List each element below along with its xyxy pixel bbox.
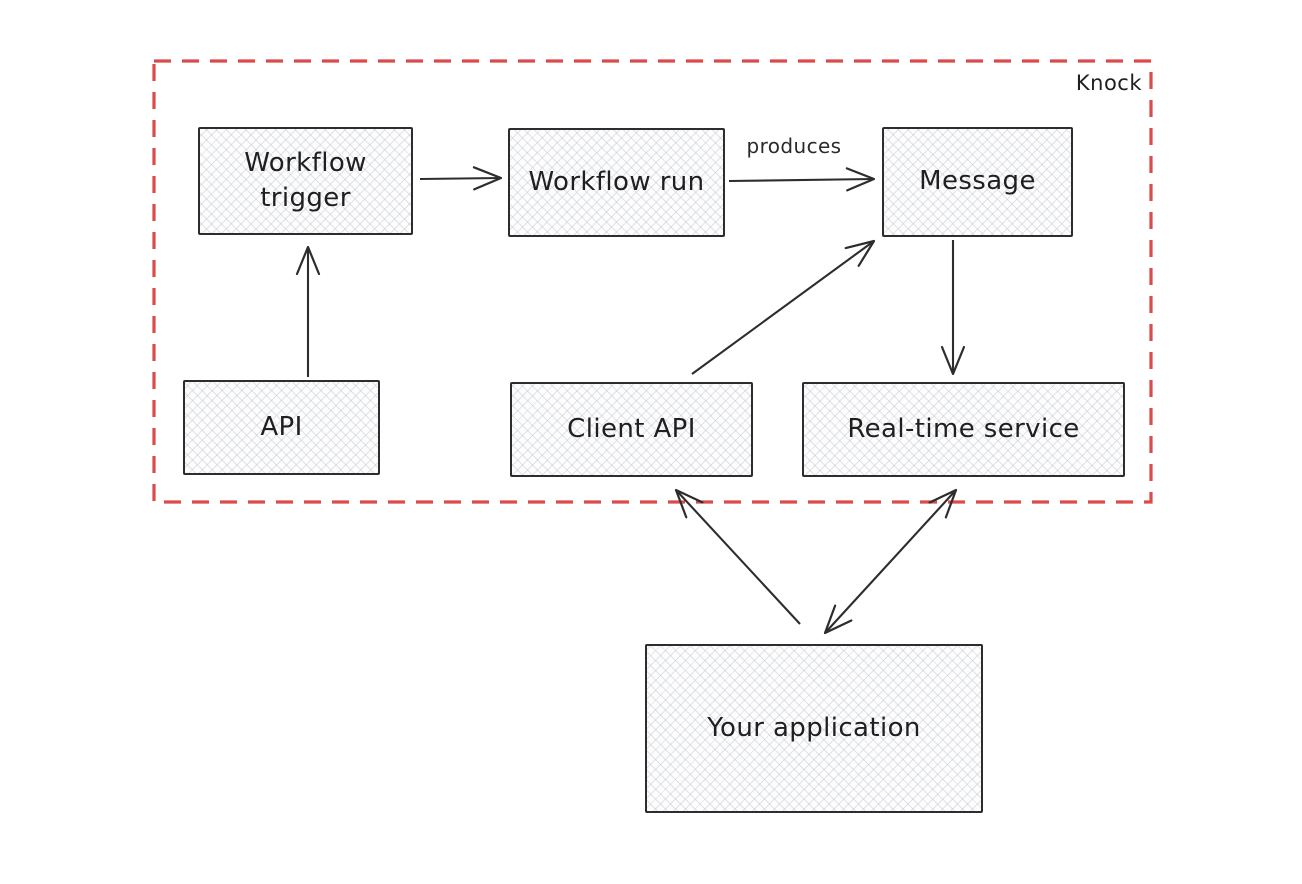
arrow-client-api-to-message [691,239,876,375]
node-your-application: Your application [645,644,983,813]
node-your-application-label: Your application [707,712,921,743]
edge-label-produces: produces [746,134,842,158]
node-client-api: Client API [510,382,753,477]
node-message: Message [882,127,1073,237]
knock-boundary-label: Knock [1075,71,1142,95]
arrow-workflow-trigger-to-workflow-run [419,166,503,191]
node-workflow-trigger: Workflow trigger [198,127,413,235]
node-client-api-label: Client API [567,413,696,444]
node-workflow-trigger-label: Workflow trigger [244,147,367,213]
arrow-workflow-run-to-message [728,167,876,192]
arrow-your-application-to-client-api [674,488,801,625]
node-real-time-service-label: Real-time service [847,413,1080,444]
node-real-time-service: Real-time service [802,382,1125,477]
node-message-label: Message [919,166,1036,197]
node-api: API [183,380,380,475]
arrow-your-application-real-time-service-bidirectional [823,488,958,635]
node-workflow-run: Workflow run [508,128,725,237]
node-api-label: API [260,411,303,442]
node-workflow-run-label: Workflow run [528,166,705,197]
